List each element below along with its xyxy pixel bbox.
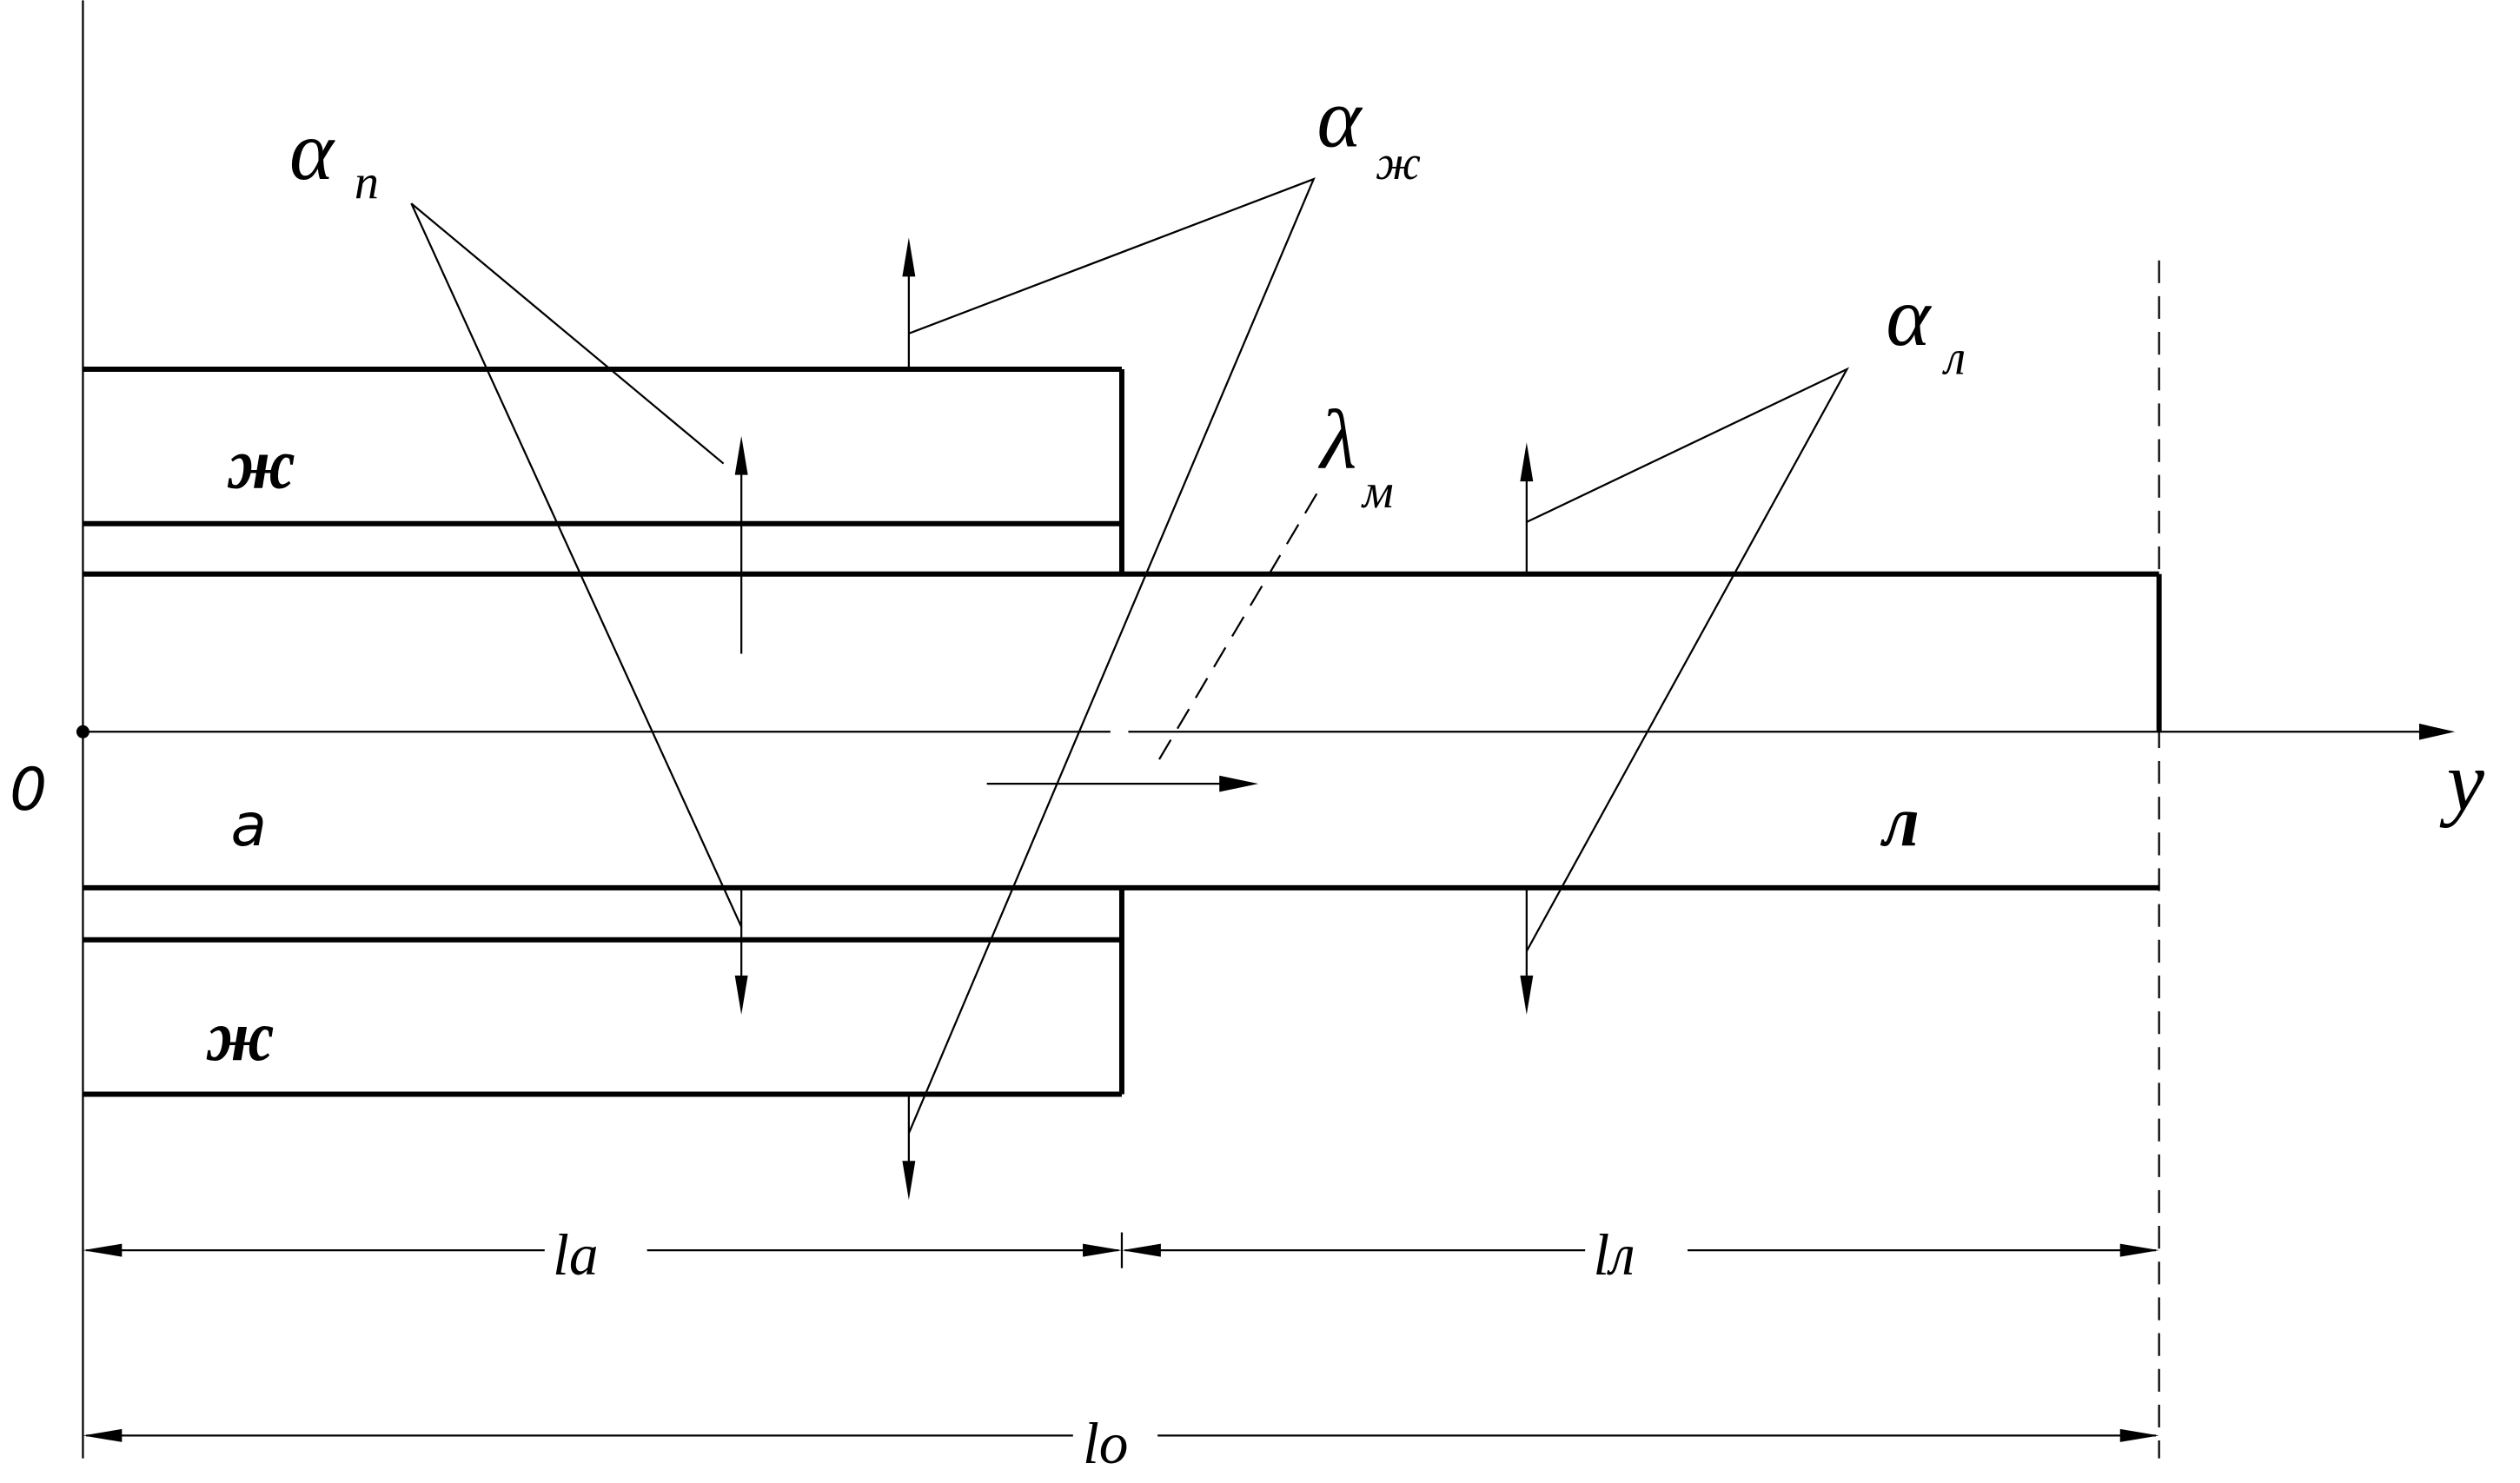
dimension-label-la: lа: [553, 1222, 598, 1288]
leader-lines: [410, 177, 1850, 1134]
bottom-fluid-jacket: [83, 887, 1124, 1097]
alpha-l-arrows: [1520, 442, 1534, 1015]
svg-text:λ: λ: [1317, 394, 1356, 487]
zone-label-fluid-bottom: ж: [206, 996, 275, 1076]
dimension-la: [83, 1232, 1124, 1268]
zone-label-active: а: [231, 791, 267, 859]
svg-text:м: м: [1361, 465, 1394, 519]
alpha-p-arrows: [734, 435, 748, 1015]
dimension-label-lo: lо: [1083, 1411, 1128, 1476]
svg-text:α: α: [1316, 72, 1363, 166]
svg-text:ж: ж: [1376, 136, 1421, 190]
axis-label-y: y: [2439, 735, 2485, 829]
label-alpha-zh: α ж: [1316, 72, 1421, 190]
label-alpha-p: α п: [289, 104, 379, 209]
origin-label: 0: [10, 755, 47, 824]
origin-point: [76, 725, 90, 738]
zone-label-free: л: [1880, 782, 1920, 861]
alpha-zh-arrows: [902, 237, 916, 1201]
y-axis: [76, 723, 2456, 740]
dimension-label-ll: lл: [1594, 1222, 1635, 1288]
svg-text:п: п: [355, 156, 379, 210]
svg-text:α: α: [1886, 270, 1932, 364]
svg-text:л: л: [1942, 332, 1966, 386]
zone-label-fluid-top: ж: [227, 425, 295, 504]
axial-conduction-arrow: [986, 487, 1322, 792]
svg-text:α: α: [289, 104, 335, 198]
label-alpha-l: α л: [1886, 270, 1966, 386]
top-fluid-jacket: [83, 367, 1124, 574]
dimension-ll: [1121, 1243, 2159, 1257]
dimension-lo: [83, 1428, 2159, 1442]
label-lambda-m: λ м: [1317, 394, 1393, 519]
